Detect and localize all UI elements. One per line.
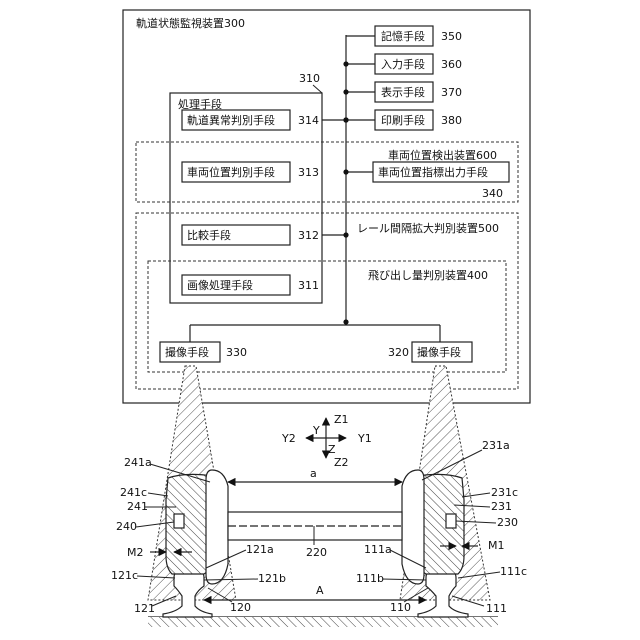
ref-241c: 241c — [120, 486, 147, 499]
bus-unit-ref: 380 — [441, 114, 462, 127]
axis-y2: Y2 — [281, 432, 296, 445]
bus-unit-ref: 350 — [441, 30, 462, 43]
vehicle-index-output-ref: 340 — [482, 187, 503, 200]
marker-240 — [174, 514, 184, 528]
camera-ref: 320 — [388, 346, 409, 359]
ref-231: 231 — [491, 500, 512, 513]
device-600-title: 車両位置検出装置600 — [388, 148, 497, 162]
unit-ref: 312 — [298, 229, 319, 242]
axis-z: Z — [328, 443, 336, 456]
camera-ref: 330 — [226, 346, 247, 359]
device-500-title: レール間隔拡大判別装置500 — [357, 221, 499, 235]
ref-121c: 121c — [111, 569, 138, 582]
ref-231a: 231a — [482, 439, 510, 452]
ref-110: 110 — [390, 601, 411, 614]
dimension-a-label: a — [310, 467, 317, 480]
ref-111c: 111c — [500, 565, 527, 578]
bus-unit-label: 入力手段 — [381, 57, 425, 71]
processing-ref: 310 — [299, 72, 320, 85]
unit-label: 軌道異常判別手段 — [187, 113, 275, 127]
axis-indicator: Z1 Z2 Z Y Y1 Y2 — [281, 413, 372, 469]
unit-ref: 311 — [298, 279, 319, 292]
vehicle-index-output-label: 車両位置指標出力手段 — [378, 165, 488, 179]
ref-240: 240 — [116, 520, 137, 533]
axis-y1: Y1 — [357, 432, 372, 445]
ref-111: 111 — [486, 602, 507, 615]
bus-unit-ref: 370 — [441, 86, 462, 99]
unit-label: 画像処理手段 — [187, 278, 253, 292]
ref-241: 241 — [127, 500, 148, 513]
ref-231c: 231c — [491, 486, 518, 499]
ground — [148, 617, 498, 627]
axis-z2: Z2 — [334, 456, 349, 469]
device-300-title: 軌道状態監視装置300 — [136, 16, 245, 30]
marker-230 — [446, 514, 456, 528]
wheel-right-flange — [402, 470, 424, 584]
bus-unit-label: 印刷手段 — [381, 113, 425, 127]
unit-ref: 313 — [298, 166, 319, 179]
camera-label: 撮像手段 — [417, 345, 461, 359]
ref-M1: M1 — [488, 539, 505, 552]
ref-121: 121 — [134, 602, 155, 615]
device-400-title: 飛び出し量判別装置400 — [368, 268, 488, 282]
ref-230: 230 — [497, 516, 518, 529]
bus-unit-label: 記憶手段 — [381, 29, 425, 43]
ref-111a: 111a — [364, 543, 392, 556]
ref-M2: M2 — [127, 546, 144, 559]
ref-220: 220 — [306, 546, 327, 559]
axis-z1: Z1 — [334, 413, 349, 426]
ref-241a: 241a — [124, 456, 152, 469]
ref-121a: 121a — [246, 543, 274, 556]
ref-120: 120 — [230, 601, 251, 614]
processing-label: 処理手段 — [178, 97, 222, 111]
bus-unit-label: 表示手段 — [381, 85, 425, 99]
dimension-A-label: A — [316, 584, 324, 597]
ref-111b: 111b — [356, 572, 384, 585]
ref-121b: 121b — [258, 572, 286, 585]
camera-label: 撮像手段 — [165, 345, 209, 359]
unit-ref: 314 — [298, 114, 319, 127]
bus-unit-ref: 360 — [441, 58, 462, 71]
axis-y: Y — [312, 424, 320, 437]
unit-label: 車両位置判別手段 — [187, 165, 275, 179]
unit-label: 比較手段 — [187, 228, 231, 242]
